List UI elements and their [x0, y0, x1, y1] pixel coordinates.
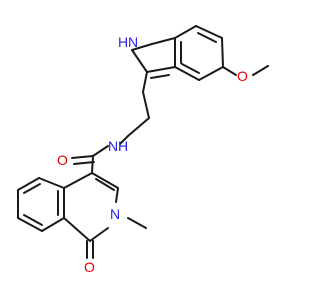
ring-o-label: O: [84, 259, 95, 275]
amide-nh-h-label: H: [118, 138, 128, 154]
isoquinolinone-ring: [17, 172, 147, 259]
atom-labels: H N O N H O N O: [57, 34, 248, 275]
methoxy-o-label: O: [237, 68, 248, 84]
molecule-canvas: H N O N H O N O: [17, 25, 269, 275]
ring-n-label: N: [110, 206, 120, 222]
amide-o-label: O: [57, 152, 68, 168]
indole-n-label: N: [128, 34, 138, 50]
indole-nh-h-label: H: [118, 34, 128, 50]
molecule-structure: H N O N H O N O: [17, 25, 269, 275]
amide-n-label: N: [108, 138, 118, 154]
indole-ring: [131, 25, 269, 93]
amide-group: [71, 145, 109, 174]
ethyl-linker: [119, 91, 150, 145]
